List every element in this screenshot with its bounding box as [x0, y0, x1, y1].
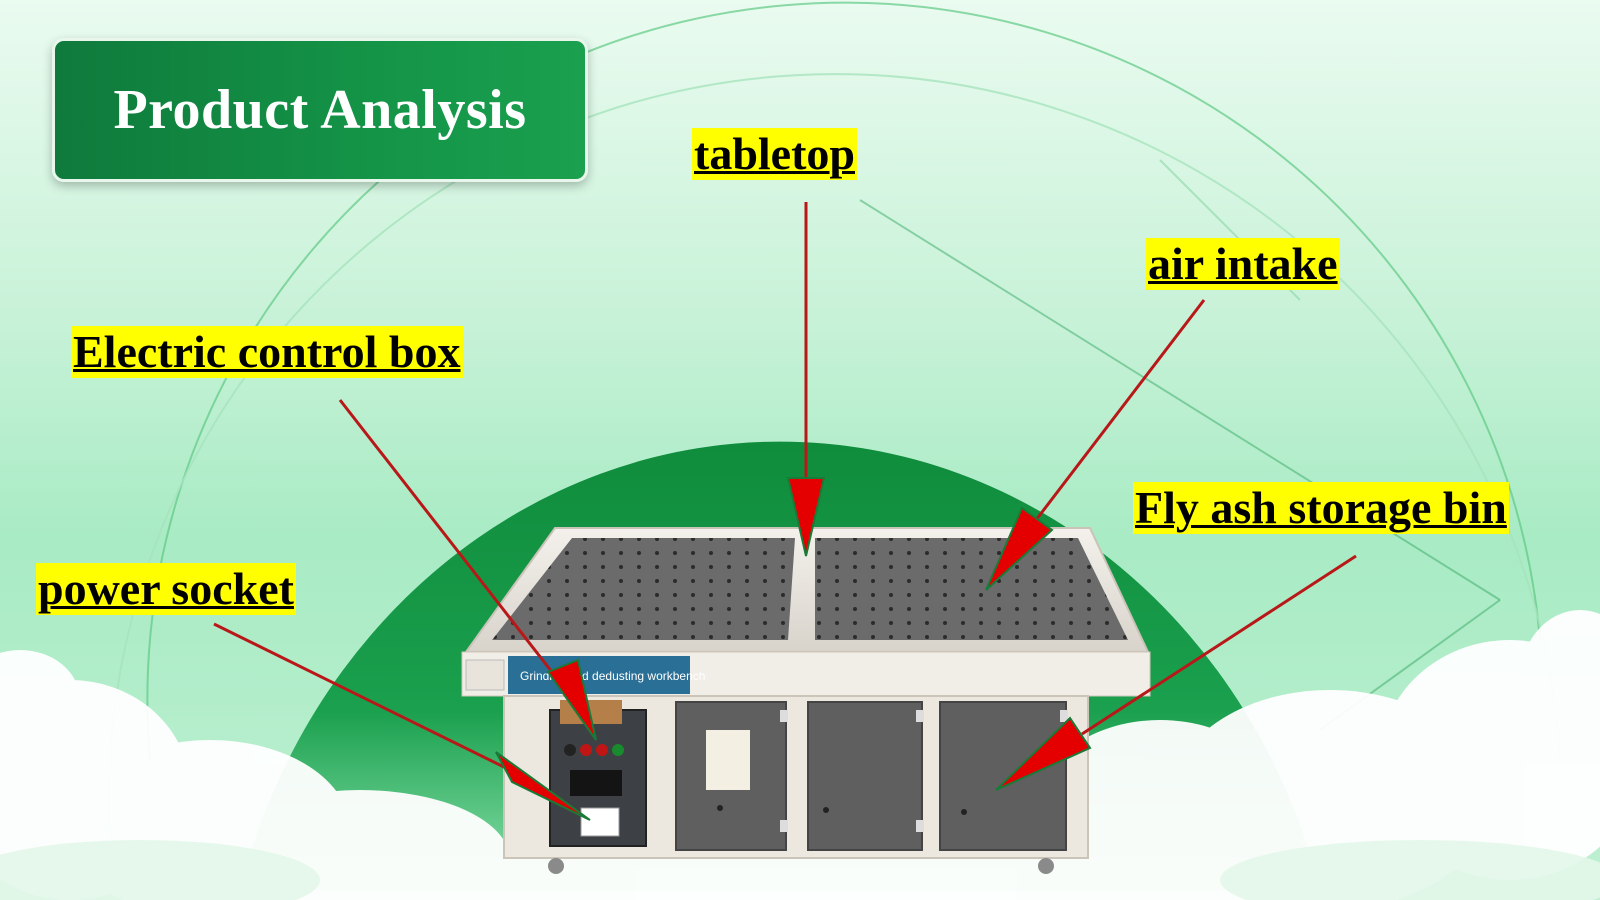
- title-banner: Product Analysis: [52, 38, 588, 182]
- power-socket-plate: [580, 807, 620, 837]
- workbench-name-plate: [508, 656, 690, 694]
- fly-ash-storage-bin-label: Fly ash storage bin: [1133, 482, 1509, 534]
- electric-control-box-label: Electric control box: [71, 326, 463, 378]
- power-socket-arrow-line: [213, 622, 511, 772]
- power-socket-arrowhead: [495, 751, 591, 821]
- air-intake-arrowhead: [985, 506, 1054, 591]
- electric-control-box-arrow-line: [338, 399, 568, 691]
- tabletop-label: tabletop: [692, 128, 857, 180]
- tabletop-right-panel: [815, 538, 1128, 640]
- air-intake-arrow-line: [1034, 299, 1206, 521]
- fly-ash-arrowhead: [995, 716, 1092, 791]
- cabinet-door-3: [939, 701, 1067, 851]
- electric-control-box-arrowhead: [546, 658, 597, 741]
- power-socket-label: power socket: [36, 563, 296, 615]
- tabletop-left-panel: [492, 538, 795, 640]
- air-intake-label: air intake: [1146, 238, 1340, 290]
- tabletop-arrowhead: [786, 477, 826, 557]
- cabinet-door-2: [807, 701, 923, 851]
- fly-ash-arrow-line: [1081, 554, 1357, 736]
- page-title: Product Analysis: [113, 79, 527, 141]
